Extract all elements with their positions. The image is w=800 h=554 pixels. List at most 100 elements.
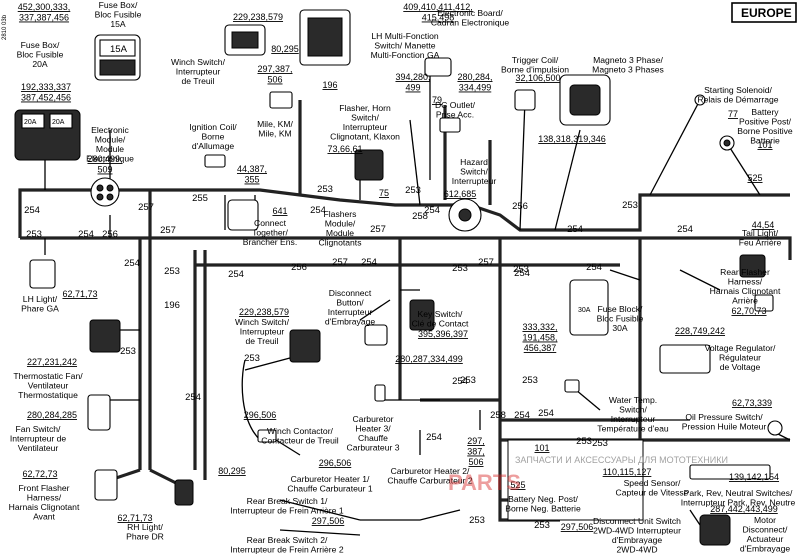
document-number: 2810 03b [2, 14, 8, 40]
water-temp-switch [564, 379, 580, 393]
fuse-box-20a: 20A 20A [14, 109, 81, 161]
part-number-p5: 80,295 [271, 44, 299, 54]
voltage-regulator [659, 344, 711, 374]
hazard-switch [448, 198, 482, 232]
wire-code-32: 253 [460, 375, 476, 386]
label-magneto: Magneto 3 Phase/Magneto 3 Phases [592, 55, 664, 75]
rear-flasher-harness [754, 294, 774, 312]
part-number-p3: 229,238,579 [233, 12, 283, 22]
ignition-coil [204, 154, 226, 168]
part-number-p18: 75 [379, 188, 389, 198]
front-flasher-harness [94, 469, 118, 501]
part-number-p13: 77 [728, 109, 738, 119]
label-winchcont: Winch Contactor/Contacteur de Treuil [261, 426, 338, 446]
part-number-p20: 612,685 [444, 189, 477, 199]
label-battneg: Battery Neg. Post/Borne Neg. Batterie [505, 494, 581, 514]
battery-negative-box [507, 439, 644, 521]
rh-light [174, 479, 194, 506]
wire-code-39: 254 [426, 432, 442, 443]
part-number-p7: 196 [322, 80, 337, 90]
wire-code-27: 254 [361, 257, 377, 268]
wire-code-9: 255 [192, 193, 208, 204]
part-number-p37: 110,115,127 [603, 467, 652, 477]
part-number-p36: 62,72,73 [22, 469, 57, 479]
label-lhlight: LH Light/Phare GA [21, 294, 59, 314]
winch-switch-mid [289, 329, 321, 363]
part-number-p23: 62,70,73 [731, 306, 766, 316]
magneto [559, 74, 611, 126]
wire-code-35: 254 [538, 408, 554, 419]
part-number-p32: 80,295 [218, 466, 246, 476]
part-number-p28: 229,238,579 [239, 307, 289, 317]
wire-code-38: 253 [522, 375, 538, 386]
thermostatic-fan [89, 319, 121, 353]
label-milekm: Mile, KM/Mile, KM [257, 119, 293, 139]
part-number-p40: 62,71,73 [117, 513, 152, 523]
part-number-p27: 228,749,242 [675, 326, 725, 336]
wire-code-31: 254 [185, 392, 201, 403]
part-number-p30: 280,284,285 [27, 410, 77, 420]
wire-code-2: 253 [26, 229, 42, 240]
label-oilpress: Oil Pressure Switch/Pression Huile Moteu… [682, 412, 767, 432]
label-dcoutlet: DC Outlet/Prise Acc. [435, 100, 476, 120]
connect-together [227, 199, 259, 231]
part-number-p39: 287,442,443,499 [710, 504, 778, 514]
wire-code-18: 254 [424, 205, 440, 216]
wire-code-37: 253 [576, 436, 592, 447]
wire-code-42: 253 [534, 520, 550, 531]
label-carb1: Carburetor Heater 1/Chauffe Carburateur … [287, 474, 373, 494]
fuse-block-30a: 30A [569, 279, 609, 336]
oil-pressure-switch [767, 420, 783, 436]
region-badge [731, 2, 797, 23]
wire-code-4: 256 [102, 229, 118, 240]
electronic-board [299, 9, 351, 66]
wire-code-11: 256 [291, 262, 307, 273]
fuse-box-15a: 15A [94, 34, 141, 81]
region-label: EUROPE [741, 6, 792, 20]
wire-code-5: 257 [138, 202, 154, 213]
wire-code-33: 258 [490, 410, 506, 421]
part-number-p41: 297,506 [312, 516, 345, 526]
svg-text:20A: 20A [52, 119, 65, 126]
lh-multi-switch [424, 57, 452, 77]
winch-switch-top [224, 24, 266, 56]
wire-code-14: 253 [317, 184, 333, 195]
disconnect-button [364, 324, 388, 346]
wire-code-36: 253 [592, 438, 608, 449]
part-number-p38: 139,142,154 [729, 472, 779, 482]
label-carb2: Carburetor Heater 2/Chauffe Carburateur … [387, 466, 473, 486]
label-ecadran: Electronic Board/Cadran Electronique [431, 8, 510, 28]
label-speedsensor: Speed Sensor/Capteur de Vitesse [616, 478, 689, 498]
label-rearbreak2: Rear Break Switch 2/Interrupteur de Frei… [230, 535, 343, 554]
wire-code-29: 253 [120, 346, 136, 357]
wire-code-25: 253 [452, 263, 468, 274]
part-number-p4: 409,410,411,412,415,498 [403, 2, 472, 23]
part-number-p6: 297,387,506 [257, 64, 292, 85]
wire-code-17: 253 [405, 185, 421, 196]
lh-light [29, 259, 56, 289]
part-number-p43: 525 [510, 480, 525, 490]
trigger-coil [514, 89, 536, 111]
park-rev-neutral-switches [689, 464, 771, 480]
tail-light [739, 254, 766, 278]
part-number-p19: 641 [272, 206, 287, 216]
wire-code-13: 254 [310, 205, 326, 216]
wire-code-26: 254 [514, 268, 530, 279]
wire-code-3: 254 [78, 229, 94, 240]
label-trigger: Trigger Coil/Borne d'impulsion [501, 55, 569, 75]
